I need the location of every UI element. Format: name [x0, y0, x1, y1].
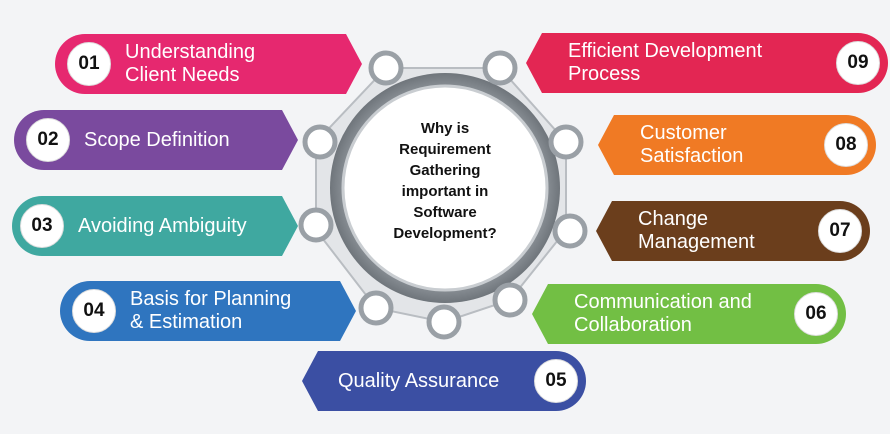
item-number: 07 — [818, 209, 862, 253]
item-basis-for-planning: 04 Basis for Planning & Estimation — [60, 281, 356, 341]
item-understanding-client-needs: 01 Understanding Client Needs — [55, 34, 362, 94]
item-number: 08 — [824, 123, 868, 167]
item-number: 03 — [20, 204, 64, 248]
item-number: 09 — [836, 41, 880, 85]
hub-node-07 — [552, 213, 588, 249]
item-number: 01 — [67, 42, 111, 86]
item-label: Quality Assurance — [338, 369, 500, 392]
hub-node-02 — [302, 124, 338, 160]
item-label: Scope Definition — [84, 128, 230, 151]
item-label: Understanding Client Needs — [125, 41, 256, 86]
item-label: Avoiding Ambiguity — [78, 214, 247, 237]
item-label: Efficient Development Process — [568, 40, 763, 85]
item-efficient-development-process: Efficient Development Process 09 — [526, 33, 888, 93]
center-title: Why is Requirement Gathering important i… — [393, 120, 497, 242]
hub-node-04 — [358, 290, 394, 326]
item-number: 06 — [794, 292, 838, 336]
hub-node-08 — [548, 124, 584, 160]
item-scope-definition: 02 Scope Definition — [14, 110, 298, 170]
item-customer-satisfaction: Customer Satisfaction 08 — [598, 115, 876, 175]
item-label: Basis for Planning & Estimation — [130, 288, 292, 333]
item-change-management: Change Management 07 — [596, 201, 870, 261]
item-number: 04 — [72, 289, 116, 333]
item-number: 05 — [534, 359, 578, 403]
item-label: Customer Satisfaction — [640, 122, 744, 167]
item-label: Communication and Collaboration — [574, 291, 752, 336]
item-quality-assurance: Quality Assurance 05 — [302, 351, 586, 411]
hub-node-03 — [298, 207, 334, 243]
hub-node-06 — [492, 282, 528, 318]
item-avoiding-ambiguity: 03 Avoiding Ambiguity — [12, 196, 298, 256]
item-communication-collaboration: Communication and Collaboration 06 — [532, 284, 846, 344]
hub-node-05 — [426, 304, 462, 340]
hub-node-09 — [482, 50, 518, 86]
hub-inner-ring — [341, 84, 549, 292]
item-label: Change Management — [638, 208, 755, 253]
hub-node-01 — [368, 50, 404, 86]
item-number: 02 — [26, 118, 70, 162]
